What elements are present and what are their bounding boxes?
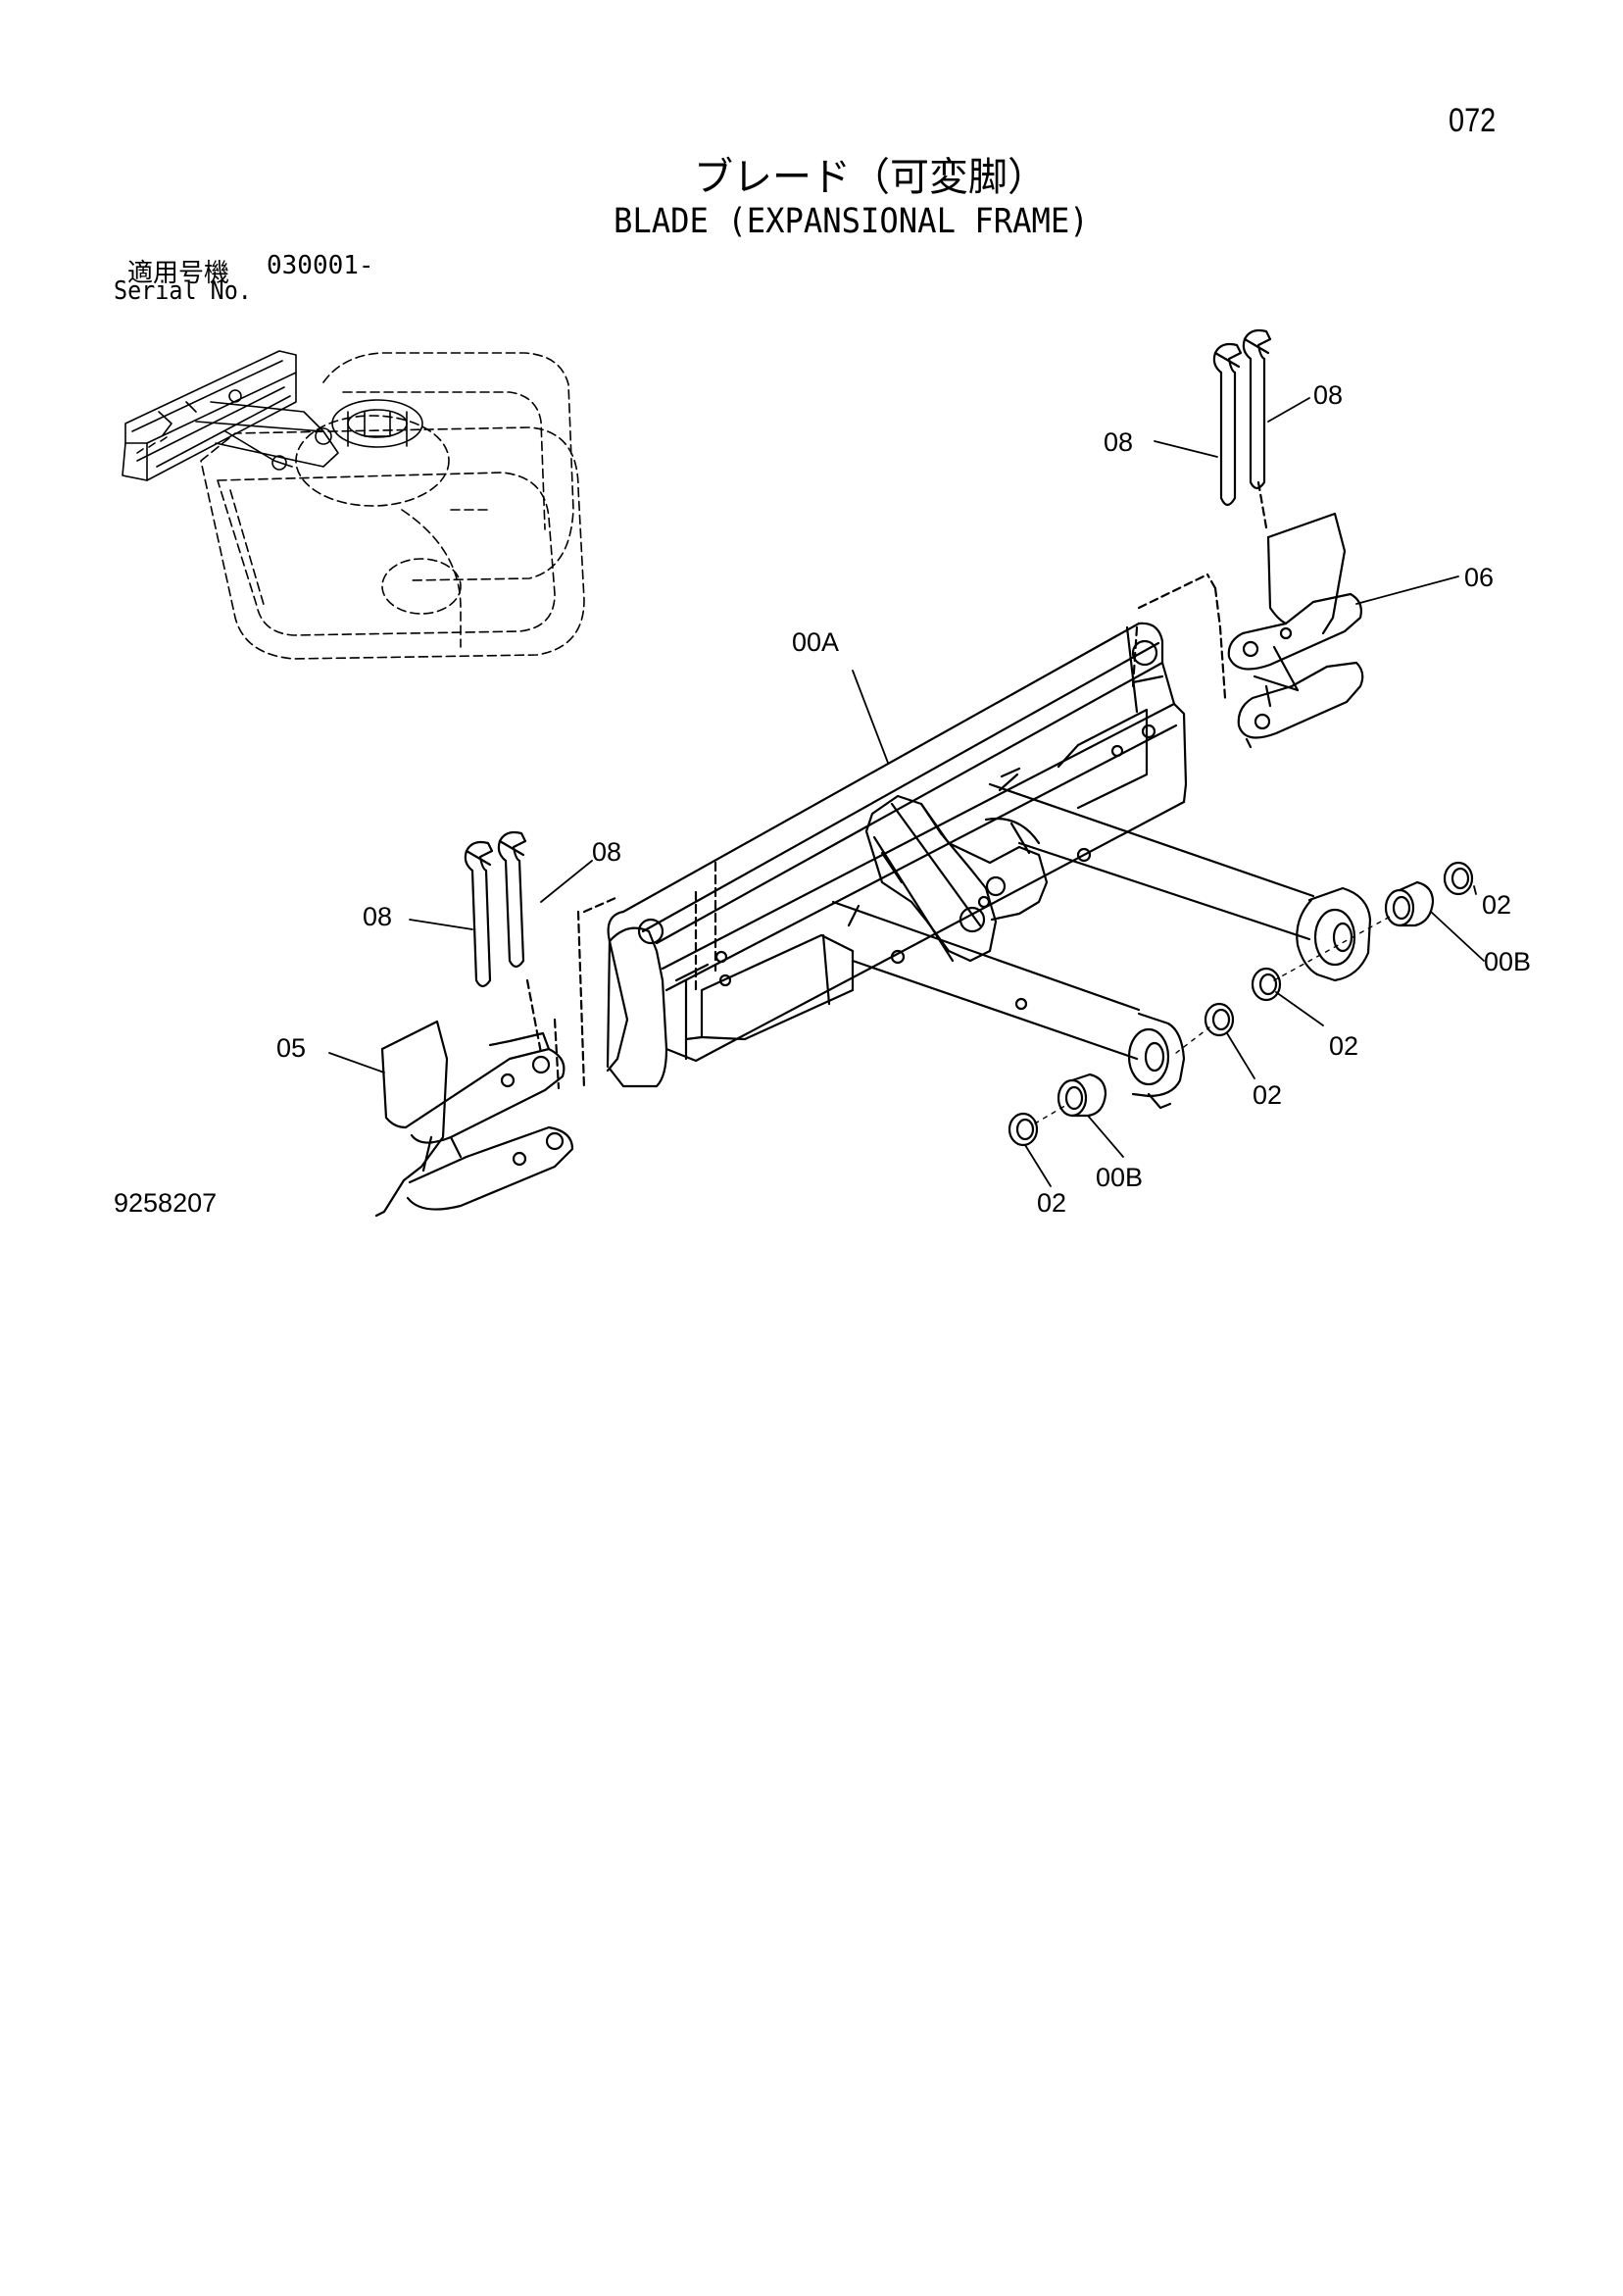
callout-02-right-mid: 02 (1329, 1031, 1358, 1061)
part-06-right-foot (1131, 512, 1364, 749)
part-08-left-pins (464, 830, 543, 1055)
title-english: BLADE (EXPANSIONAL FRAME) (614, 202, 1089, 241)
drawing-number: 9258207 (114, 1188, 218, 1218)
callout-00b-right: 00B (1484, 947, 1531, 976)
callout-05: 05 (276, 1033, 306, 1063)
callout-08-right-left: 08 (1104, 427, 1133, 457)
callout-02-right-top: 02 (1482, 890, 1511, 920)
part-02-washer-right-mid (1251, 967, 1282, 1002)
callout-06: 06 (1464, 563, 1494, 592)
page-number: 072 (1449, 102, 1497, 139)
part-05-left-foot (374, 896, 617, 1218)
callout-08-right-right: 08 (1313, 380, 1343, 410)
serial-value: 030001- (267, 251, 374, 280)
callout-00a: 00A (792, 627, 839, 657)
part-08-right-pins (1212, 328, 1272, 529)
callout-02-left-top: 02 (1253, 1080, 1282, 1110)
serial-label-english: Serial No. (114, 276, 252, 306)
part-00a-right-boss (1296, 886, 1372, 982)
part-00b-bushing-right (1384, 880, 1435, 927)
callout-leader-lines (328, 397, 1485, 1187)
machine-location-inset (122, 350, 585, 660)
callout-02-left-bottom: 02 (1037, 1188, 1066, 1218)
part-02-washer-left-top (1204, 1002, 1235, 1037)
part-02-washer-left-bottom (1008, 1112, 1039, 1147)
serial-label-japanese: 適用号機 (127, 259, 230, 288)
part-00a-blade-frame (606, 622, 1188, 1088)
callout-00b-left: 00B (1096, 1163, 1143, 1192)
part-00a-left-boss (1127, 1012, 1186, 1110)
part-00a-center-bracket (831, 767, 1315, 1061)
title-japanese: ブレード（可変脚） (694, 155, 1047, 200)
part-00b-bushing-left (1057, 1073, 1107, 1118)
part-02-washer-right-top (1443, 861, 1474, 896)
callout-08-left-right: 08 (592, 837, 621, 867)
callout-08-left-left: 08 (363, 902, 392, 931)
